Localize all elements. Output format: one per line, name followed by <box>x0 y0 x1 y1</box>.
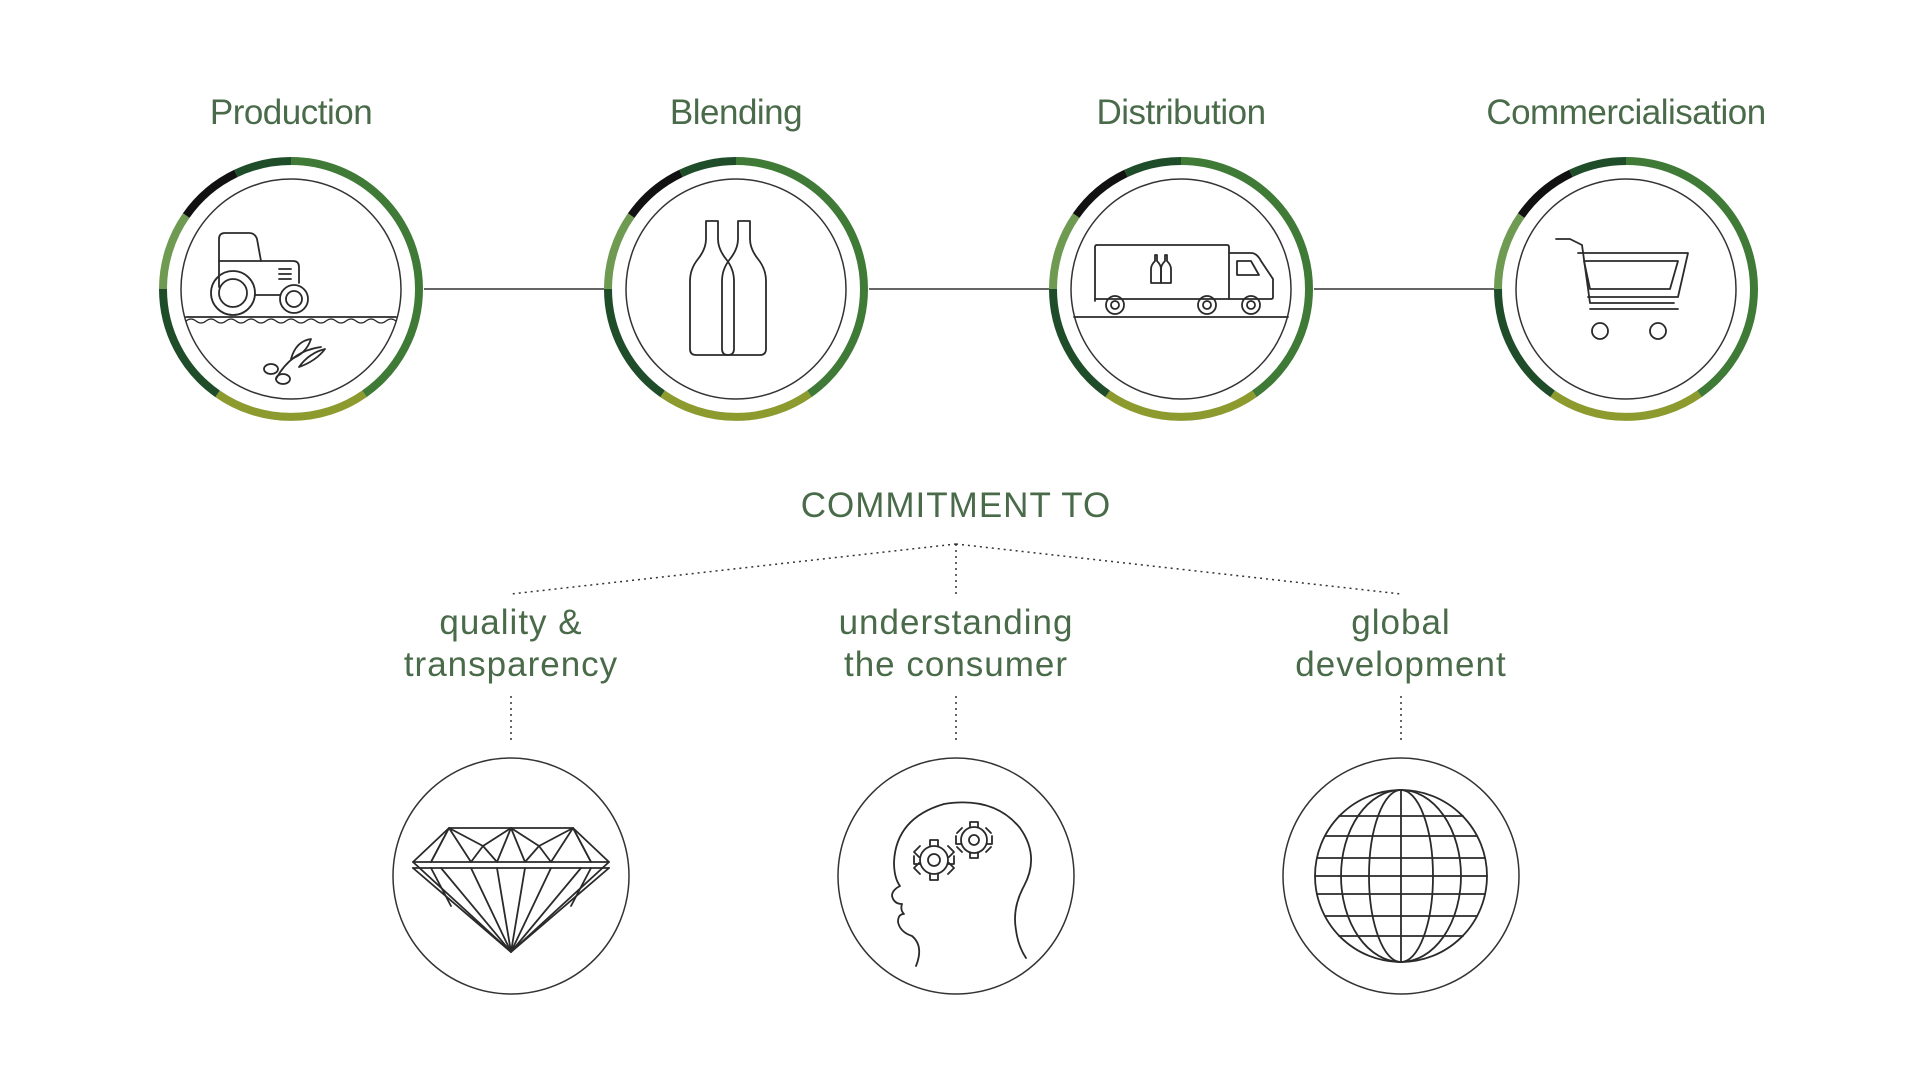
stage-ring <box>1494 156 1758 421</box>
bottles-icon <box>689 220 767 356</box>
pillar-label-line1: understanding <box>839 603 1074 642</box>
truck-icon <box>1073 244 1289 318</box>
stage-title: Commercialisation <box>1486 93 1765 132</box>
pillar-consumer-circle <box>837 757 1075 995</box>
stage-inner-circle <box>180 178 402 400</box>
stage-inner-circle <box>1070 178 1292 400</box>
stage-inner-circle <box>1515 178 1737 400</box>
head-gears-icon <box>891 801 1033 967</box>
pillar-label-line2: transparency <box>404 645 618 684</box>
pillar-quality-circle <box>392 757 630 995</box>
stage-ring <box>159 156 423 421</box>
pillar-quality: quality & transparency <box>404 603 618 684</box>
pillar-global-circle <box>1282 757 1520 995</box>
stage-blending: Blending <box>604 93 868 421</box>
stage-production: Production <box>159 93 423 421</box>
pillar-label-line1: quality & <box>439 603 582 642</box>
stage-ring <box>604 156 868 421</box>
diamond-icon <box>412 827 610 953</box>
stage-title: Distribution <box>1096 93 1265 132</box>
stage-distribution: Distribution <box>1049 93 1313 421</box>
pillar-label-line1: global <box>1351 603 1450 642</box>
stage-title: Production <box>210 93 372 132</box>
commitment-branches <box>510 543 1402 742</box>
pillar-label-line2: development <box>1295 645 1506 684</box>
shopping-cart-icon <box>1555 238 1689 340</box>
globe-icon <box>1314 789 1488 963</box>
stage-inner-circle <box>625 178 847 400</box>
commitment-title: COMMITMENT TO <box>801 486 1112 525</box>
pillar-global: global development <box>1295 603 1506 684</box>
pillar-label-line2: the consumer <box>844 645 1068 684</box>
tractor-olive-icon <box>185 232 397 385</box>
stage-commercialisation: Commercialisation <box>1486 93 1766 421</box>
pillar-consumer: understanding the consumer <box>839 603 1074 684</box>
stage-ring <box>1049 156 1313 421</box>
stage-title: Blending <box>670 93 802 132</box>
